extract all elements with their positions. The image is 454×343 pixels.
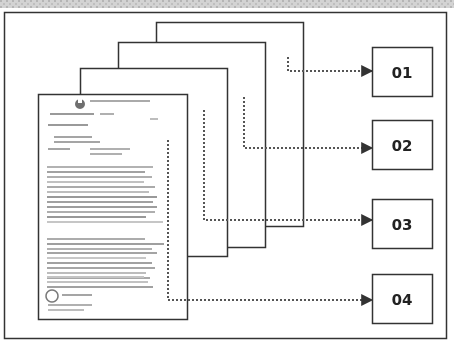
emblem-icon — [75, 99, 85, 109]
document-text-line — [47, 238, 145, 240]
document-text-line — [47, 201, 153, 203]
label-box-04: 04 — [371, 273, 434, 325]
document-text-line — [47, 211, 155, 213]
label-02: 02 — [392, 137, 413, 155]
document-text-line — [47, 243, 164, 245]
document-text-line — [47, 286, 153, 288]
document-text-line — [47, 176, 152, 178]
label-03: 03 — [392, 216, 413, 234]
document-text-line — [47, 191, 149, 193]
label-box-03: 03 — [371, 198, 434, 250]
document-text-line — [47, 166, 153, 168]
document-text-line — [47, 216, 146, 218]
document-text-line — [47, 272, 146, 274]
label-box-02: 02 — [371, 119, 434, 171]
connector-01 — [287, 57, 374, 77]
connector-04 — [167, 140, 374, 306]
scan-strip — [0, 0, 454, 8]
label-04: 04 — [392, 291, 413, 309]
document-text-line — [47, 281, 148, 283]
front-document-content — [45, 99, 164, 311]
document-text-line — [47, 252, 157, 254]
signature-stamp — [45, 289, 92, 311]
document-text-line — [47, 262, 152, 264]
document-text-line — [47, 196, 157, 198]
label-01: 01 — [392, 64, 413, 82]
document-text-line — [47, 248, 152, 250]
document-text-line — [47, 171, 145, 173]
connectors — [167, 57, 374, 306]
connector-02 — [243, 97, 374, 154]
label-box-01: 01 — [371, 46, 434, 98]
outer-frame — [3, 11, 448, 340]
document-text-line — [47, 186, 155, 188]
connector-03 — [203, 110, 374, 226]
document-text-line — [47, 206, 157, 208]
document-text-line — [47, 267, 155, 269]
document-text-line — [47, 257, 146, 259]
document-text-line — [47, 276, 144, 278]
document-text-line — [47, 221, 163, 223]
document-text-line — [47, 181, 144, 183]
